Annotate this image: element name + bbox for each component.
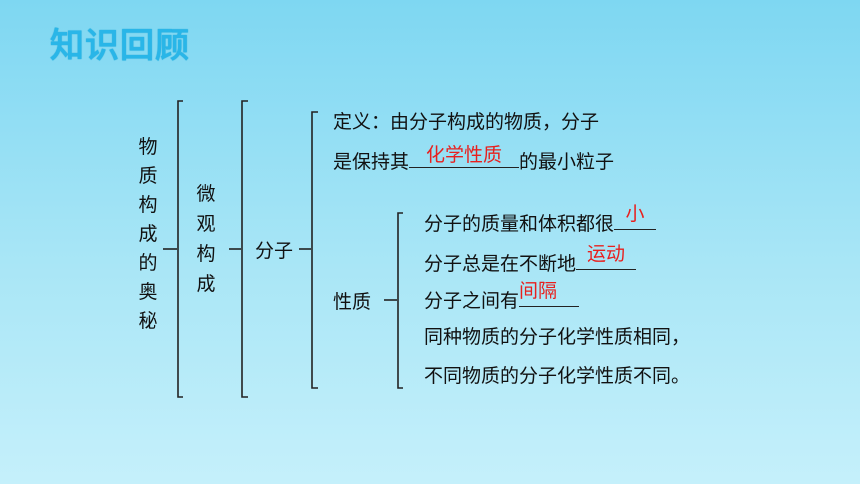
bracket-2 <box>241 100 248 398</box>
micro-char: 构 <box>196 243 216 265</box>
property-prefix: 分子总是在不断地 <box>424 253 577 275</box>
properties-label: 性质 <box>333 291 372 313</box>
property-item-3: 分子之间有间隔 <box>424 280 580 312</box>
topic-char: 构 <box>138 194 158 216</box>
property-answer: 间隔 <box>519 280 558 302</box>
page-title: 知识回顾 <box>50 26 190 66</box>
micro-char: 成 <box>196 273 216 295</box>
bracket-3 <box>311 111 318 389</box>
topic-char: 物 <box>138 136 158 158</box>
property-prefix: 分子的质量和体积都很 <box>424 213 615 235</box>
molecule-label: 分子 <box>255 240 294 262</box>
property-item-2: 分子总是在不断地运动 <box>424 243 637 275</box>
topic-char: 的 <box>138 252 158 274</box>
property-answer: 运动 <box>587 243 626 265</box>
definition-prefix: 是保持其 <box>333 151 410 173</box>
topic-column: 物 质 构 成 的 奥 秘 <box>137 133 159 336</box>
topic-char: 奥 <box>138 281 158 303</box>
micro-column: 微 观 构 成 <box>195 179 217 299</box>
topic-char: 秘 <box>138 310 158 332</box>
property-answer: 小 <box>625 203 645 225</box>
bracket-1 <box>177 100 183 398</box>
definition-answer: 化学性质 <box>426 144 503 166</box>
property-item-1: 分子的质量和体积都很小 <box>424 203 657 235</box>
micro-char: 观 <box>196 213 216 235</box>
definition-blank: 化学性质 <box>409 144 520 168</box>
property-item-4: 同种物质的分子化学性质相同， <box>424 326 691 348</box>
topic-char: 质 <box>138 165 158 187</box>
topic-char: 成 <box>138 223 158 245</box>
definition-line-1: 定义：由分子构成的物质，分子 <box>333 111 600 133</box>
property-blank: 运动 <box>576 243 637 270</box>
micro-char: 微 <box>196 183 216 205</box>
property-blank: 间隔 <box>519 280 580 307</box>
property-item-5: 不同物质的分子化学性质不同。 <box>424 365 691 387</box>
bracket-4 <box>397 212 403 389</box>
definition-suffix: 的最小粒子 <box>519 151 615 173</box>
definition-line-2: 是保持其化学性质的最小粒子 <box>333 144 615 173</box>
property-blank: 小 <box>614 203 657 230</box>
property-prefix: 分子之间有 <box>424 290 520 312</box>
